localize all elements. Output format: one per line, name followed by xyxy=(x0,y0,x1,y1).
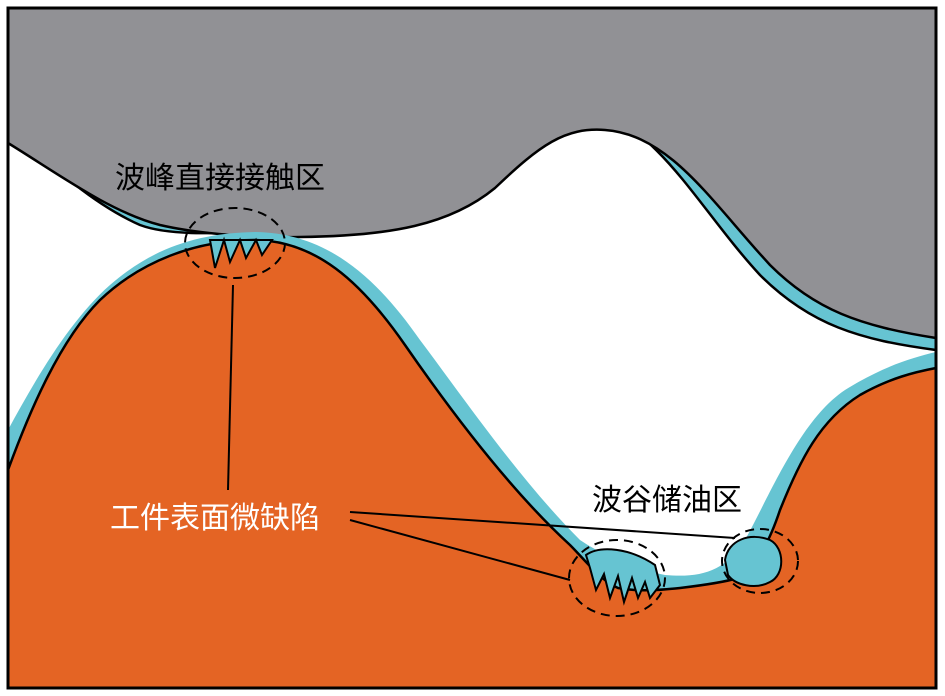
upper-body xyxy=(6,6,938,340)
frame xyxy=(6,6,938,690)
valley-defect-highlight xyxy=(568,539,666,617)
peak-contact-highlight xyxy=(184,207,286,279)
oil-storage-highlight xyxy=(721,528,799,594)
leader-line-peak xyxy=(227,284,234,491)
label-peak-contact: 波峰直接接触区 xyxy=(115,161,325,196)
label-valley-oil: 波谷储油区 xyxy=(592,483,742,518)
lower-body xyxy=(6,238,938,690)
leader-line-oil-pocket xyxy=(349,511,736,539)
leader-line-valley-defect xyxy=(349,519,571,581)
oil-pocket xyxy=(723,535,783,587)
label-surface-defects: 工件表面微缺陷 xyxy=(110,501,320,536)
peak-defects xyxy=(208,236,274,269)
valley-defects xyxy=(584,548,662,606)
